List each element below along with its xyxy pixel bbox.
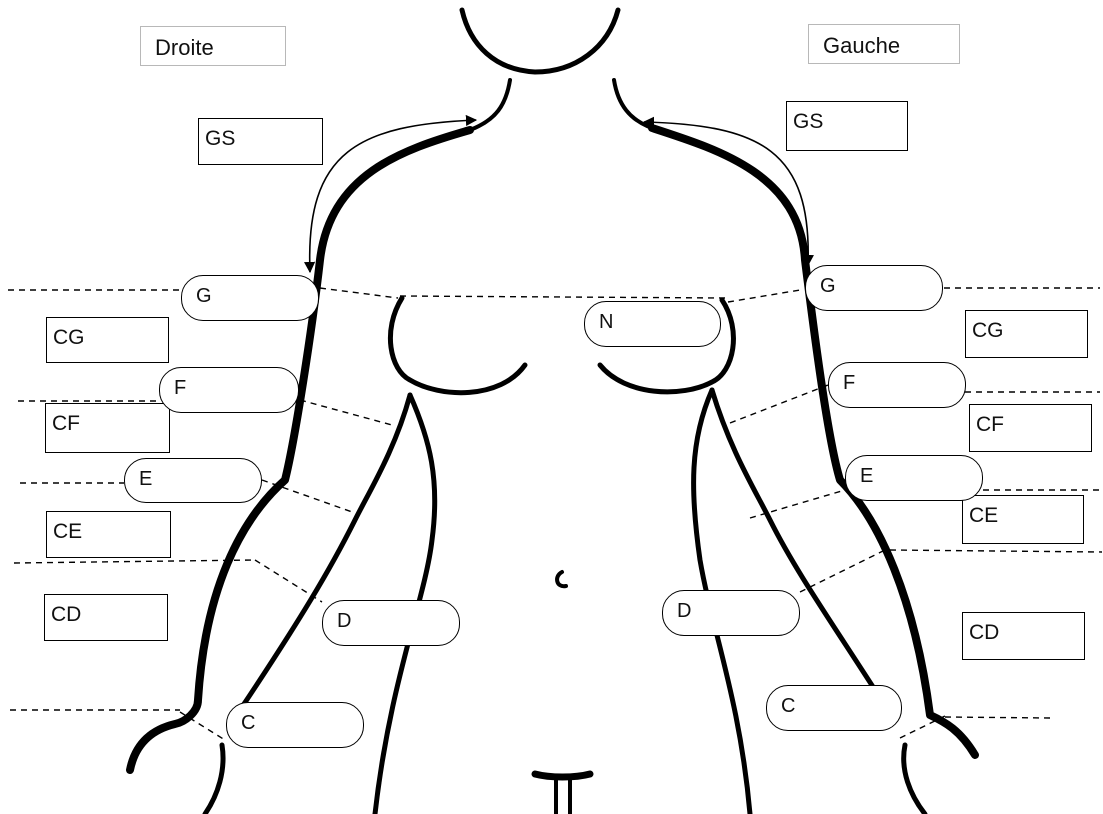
zone-box-left-cd[interactable]: CD [962, 612, 1085, 660]
dashed-guide-lines [8, 288, 1102, 740]
pill-right-d[interactable]: D [322, 600, 460, 646]
side-label-left: Gauche [808, 24, 960, 64]
zone-box-right-ce[interactable]: CE [46, 511, 171, 558]
pill-right-e[interactable]: E [124, 458, 262, 503]
side-label-right: Droite [140, 26, 286, 66]
pill-right-f[interactable]: F [159, 367, 299, 413]
zone-box-left-gs[interactable]: GS [786, 101, 908, 151]
pill-center-n[interactable]: N [584, 301, 721, 347]
pill-left-f[interactable]: F [828, 362, 966, 408]
zone-box-left-cf[interactable]: CF [969, 404, 1092, 452]
zone-box-left-cg[interactable]: CG [965, 310, 1088, 358]
zone-box-left-ce[interactable]: CE [962, 495, 1084, 544]
zone-box-right-cd[interactable]: CD [44, 594, 168, 641]
zone-box-right-gs[interactable]: GS [198, 118, 323, 165]
zone-box-right-cg[interactable]: CG [46, 317, 169, 363]
pill-left-e[interactable]: E [845, 455, 983, 501]
gs-arrows [310, 120, 809, 272]
pill-right-g[interactable]: G [181, 275, 319, 321]
pill-left-c[interactable]: C [766, 685, 902, 731]
zone-box-right-cf[interactable]: CF [45, 403, 170, 453]
pill-left-d[interactable]: D [662, 590, 800, 636]
pill-right-c[interactable]: C [226, 702, 364, 748]
pill-left-g[interactable]: G [805, 265, 943, 311]
